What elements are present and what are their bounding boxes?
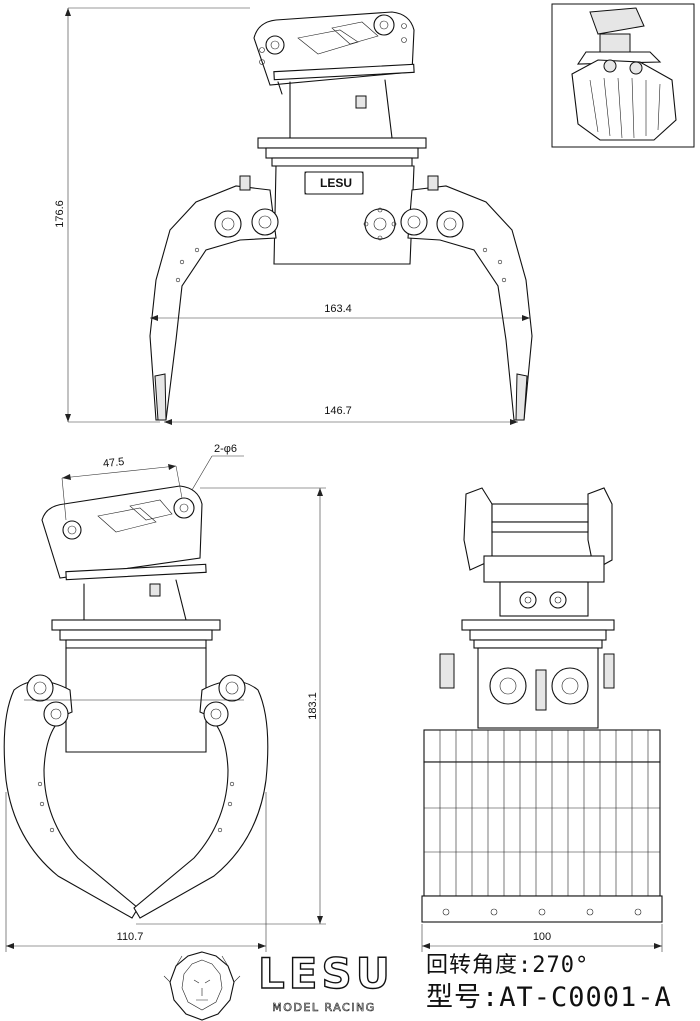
dimension-pin-holes: 2-φ6 <box>214 443 237 455</box>
dimension-span-open: 163.4 <box>324 303 352 315</box>
model-number-text: 型号:AT-C0001-A <box>426 982 672 1013</box>
brand-name: LESU <box>257 949 394 998</box>
side-view-dimensions: 100 <box>421 924 663 952</box>
dimension-tip-span: 146.7 <box>324 405 352 417</box>
dimension-height-front: 183.1 <box>307 692 319 720</box>
dimension-width-side: 100 <box>533 931 551 943</box>
spec-info: 回转角度:270° 型号:AT-C0001-A <box>426 950 696 1014</box>
top-view-open-grapple: LESU <box>149 11 533 421</box>
side-view-grapple <box>421 487 663 923</box>
top-view-dimensions: 176.6 163.4 146.7 <box>54 7 530 425</box>
badge-text: LESU <box>320 176 352 190</box>
dimension-width-closed: 110.7 <box>117 931 144 943</box>
inset-isometric-view <box>551 3 695 148</box>
lion-head-icon <box>163 951 241 1021</box>
dimension-height-top: 176.6 <box>54 200 66 228</box>
dimension-pin-spacing: 47.5 <box>102 456 125 470</box>
front-view-closed-grapple <box>3 485 269 919</box>
rotation-angle-text: 回转角度:270° <box>426 953 590 978</box>
brand-subtitle: MODEL RACING <box>272 1001 376 1015</box>
front-view-dimensions: 47.5 2-φ6 183.1 110.7 <box>5 443 326 952</box>
